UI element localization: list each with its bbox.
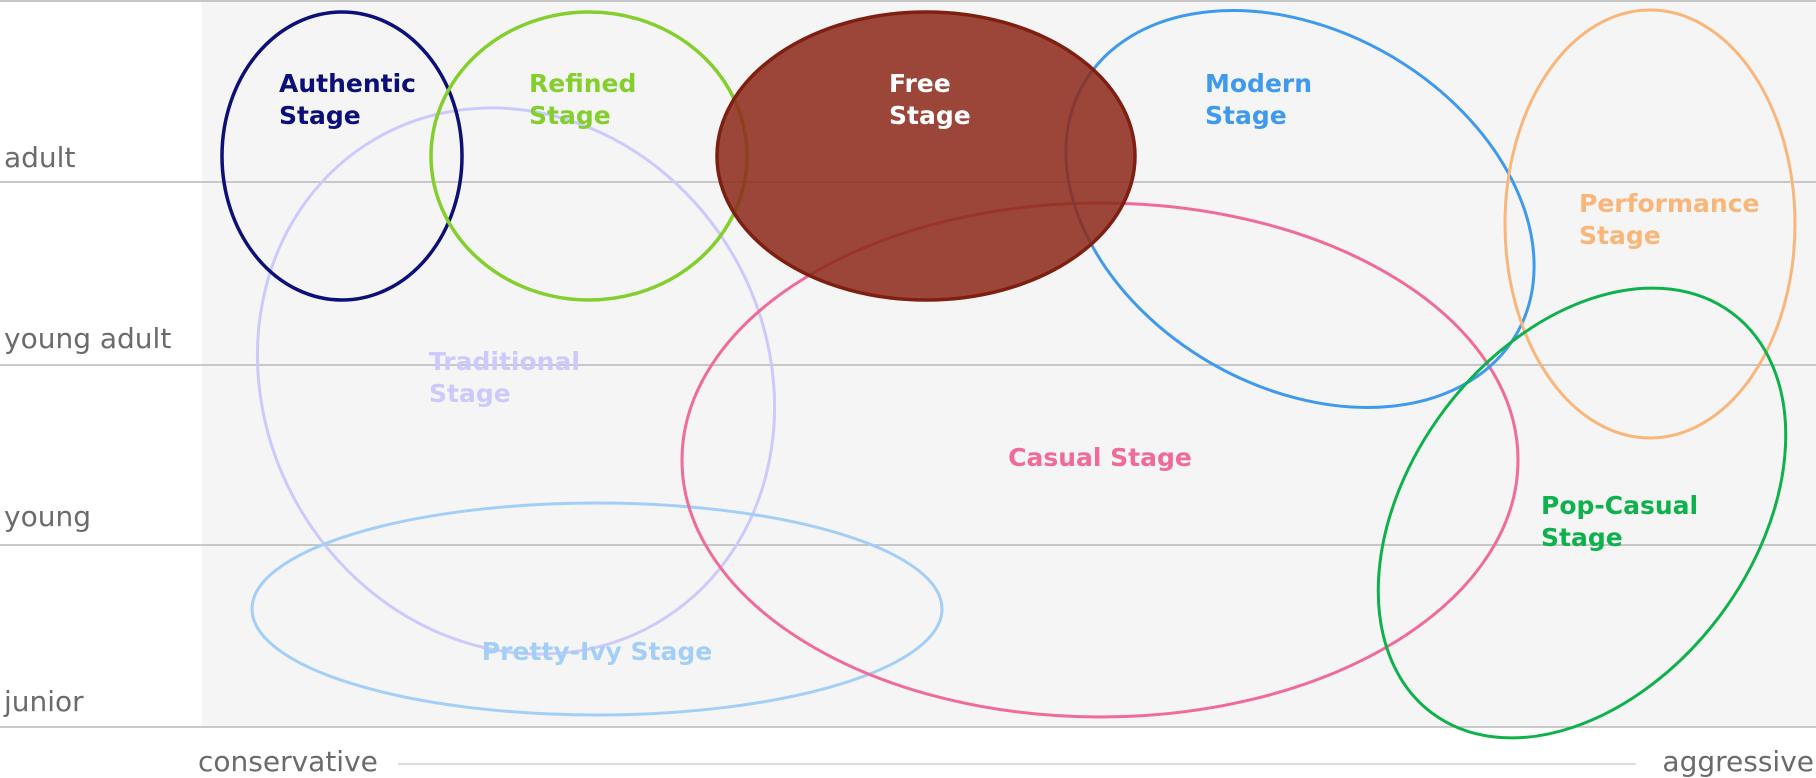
free-stage-label: Free Stage <box>889 69 971 130</box>
performance-stage-label: Performance Stage <box>1579 189 1768 250</box>
casual-stage-label: Casual Stage <box>1008 443 1192 472</box>
free-stage-ellipse <box>715 10 1137 302</box>
performance-stage-ellipse <box>1503 8 1797 440</box>
authentic-stage-label: Authentic Stage <box>279 69 425 130</box>
row-label-young: young <box>4 500 91 533</box>
pop-casual-stage-ellipse <box>1376 286 1788 740</box>
row-label-junior: junior <box>3 685 84 718</box>
row-label-adult: adult <box>4 141 75 174</box>
pretty-ivy-stage-ellipse <box>250 501 944 717</box>
row-label-young-adult: young adult <box>4 322 171 355</box>
modern-stage-label: Modern Stage <box>1205 69 1321 130</box>
x-axis-right-label: aggressive <box>1662 745 1814 778</box>
x-axis-left-label: conservative <box>198 745 378 778</box>
authentic-stage-ellipse <box>220 10 464 302</box>
traditional-stage-ellipse <box>255 106 777 656</box>
pop-casual-stage-label: Pop-Casual Stage <box>1541 491 1707 552</box>
refined-stage-label: Refined Stage <box>529 69 645 130</box>
pretty-ivy-stage-label: Pretty-Ivy Stage <box>482 637 712 666</box>
traditional-stage-label: Traditional Stage <box>429 347 589 408</box>
